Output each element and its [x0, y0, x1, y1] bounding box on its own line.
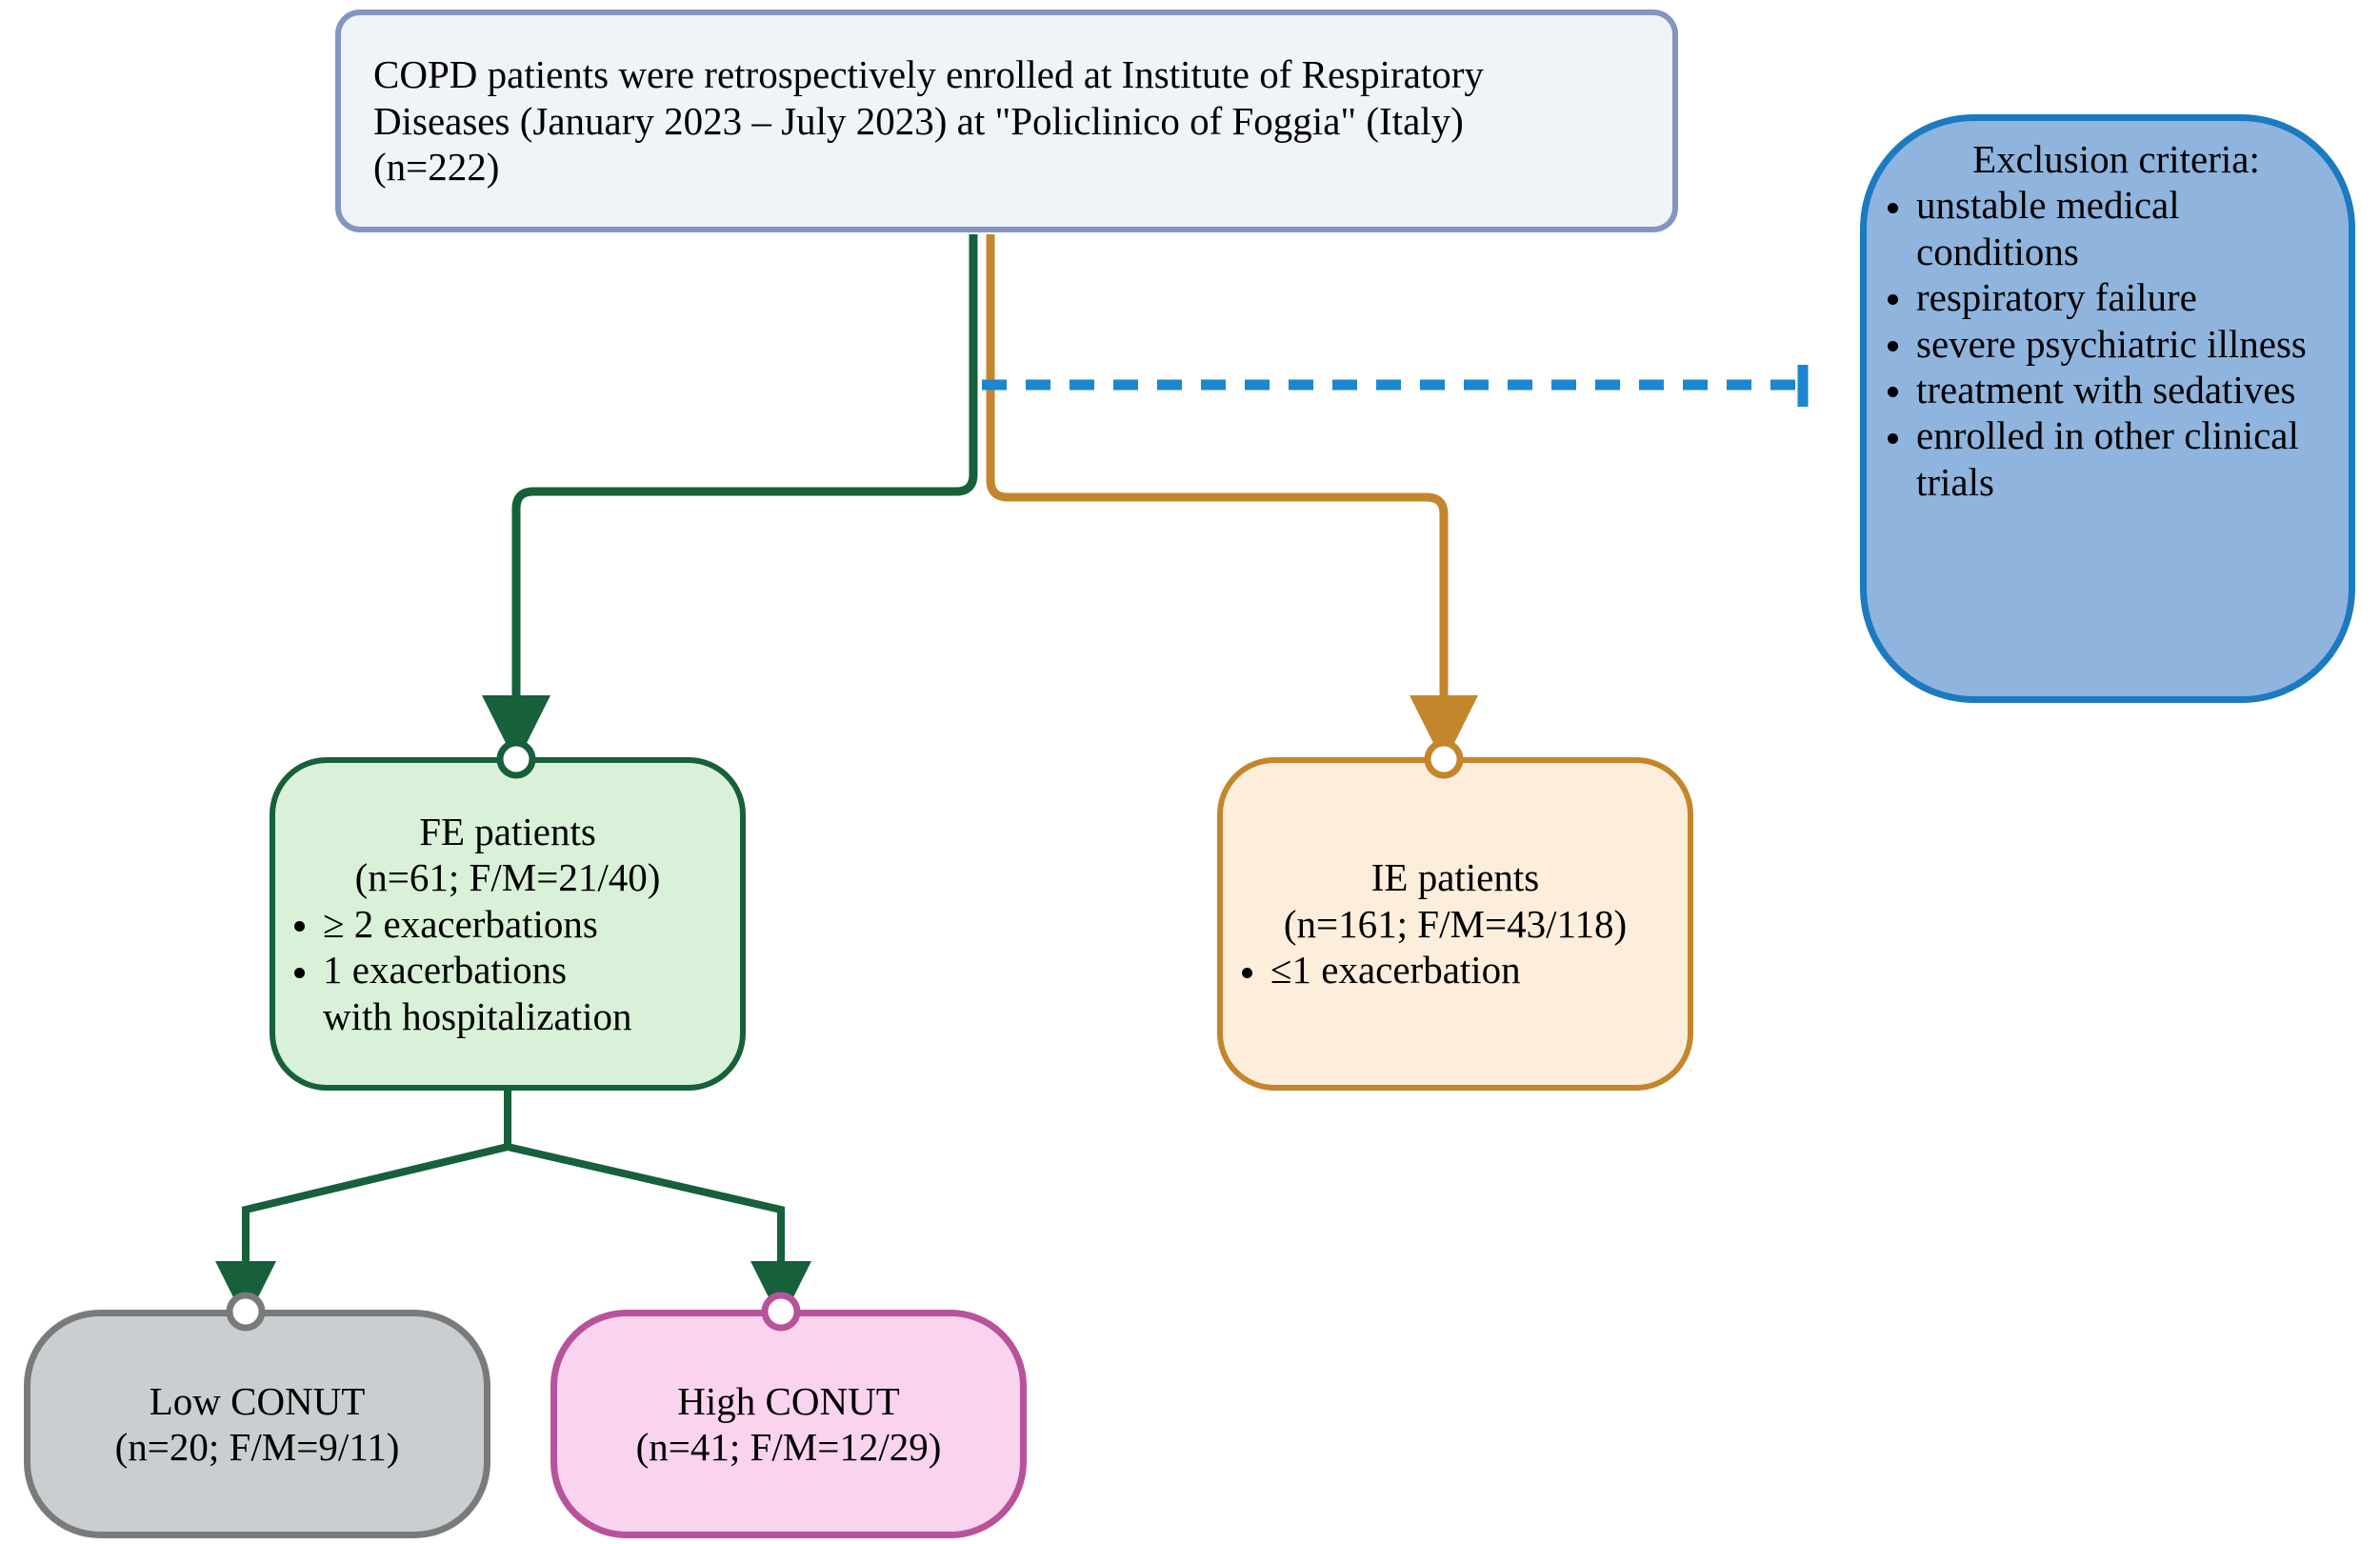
fe-bullet-1-continuation: with hospitalization — [323, 993, 632, 1038]
bullet-dot-icon — [294, 921, 305, 932]
exclusion-item-3: treatment with sedatives — [1916, 367, 2296, 411]
fe-bullet-1: 1 exacerbations — [323, 948, 568, 993]
fe-bullet-0: ≥ 2 exacerbations — [323, 901, 598, 946]
list-item: enrolled in other clinical trials — [1876, 412, 2339, 505]
node-exclusion-criteria-box[interactable]: Exclusion criteria: unstable medical con… — [1860, 114, 2355, 703]
bullet-dot-icon — [294, 967, 305, 978]
exclusion-item-1: respiratory failure — [1916, 275, 2197, 320]
node-enrollment-box[interactable]: COPD patients were retrospectively enrol… — [335, 10, 1678, 232]
bullet-dot-icon — [1888, 432, 1898, 444]
enrollment-line-2: Diseases (January 2023 – July 2023) at "… — [373, 98, 1464, 143]
bullet-dot-icon — [1242, 967, 1252, 978]
high-conut-counts: (n=41; F/M=12/29) — [635, 1425, 942, 1469]
bullet-dot-icon — [1888, 202, 1898, 213]
list-item: treatment with sedatives — [1876, 367, 2339, 412]
fe-counts: (n=61; F/M=21/40) — [354, 855, 661, 900]
enrollment-line-3: (n=222) — [373, 145, 500, 190]
exclusion-heading: Exclusion criteria: — [1972, 137, 2260, 181]
enrollment-line-1: COPD patients were retrospectively enrol… — [373, 52, 1484, 97]
node-high-conut-box[interactable]: High CONUT (n=41; F/M=12/29) — [550, 1310, 1027, 1538]
ie-criteria-list: ≤1 exacerbation — [1230, 947, 1680, 993]
node-low-conut-box[interactable]: Low CONUT (n=20; F/M=9/11) — [24, 1310, 490, 1538]
ie-title: IE patients — [1370, 855, 1540, 900]
node-ie-patients-box[interactable]: IE patients (n=161; F/M=43/118) ≤1 exace… — [1217, 757, 1693, 1091]
connector-fe-to-low-conut — [215, 1143, 509, 1322]
exclusion-item-4: enrolled in other clinical trials — [1916, 413, 2299, 504]
bullet-dot-icon — [1888, 387, 1898, 398]
bullet-dot-icon — [1888, 294, 1898, 306]
list-item: ≥ 2 exacerbations — [283, 901, 732, 947]
list-item: ≤1 exacerbation — [1230, 947, 1680, 993]
connector-enrollment-to-ie — [986, 234, 1478, 764]
connection-point-fe — [496, 739, 536, 779]
connector-enrollment-to-fe — [482, 234, 978, 764]
list-item: unstable medical conditions — [1876, 182, 2339, 274]
node-fe-patients-box[interactable]: FE patients (n=61; F/M=21/40) ≥ 2 exacer… — [270, 757, 746, 1091]
exclusion-item-0: unstable medical conditions — [1916, 183, 2180, 273]
high-conut-title: High CONUT — [677, 1378, 900, 1423]
exclusion-list: unstable medical conditions respiratory … — [1876, 182, 2339, 505]
ie-counts: (n=161; F/M=43/118) — [1283, 901, 1628, 946]
ie-bullet-0: ≤1 exacerbation — [1270, 948, 1521, 993]
low-conut-title: Low CONUT — [149, 1378, 366, 1423]
list-item: respiratory failure — [1876, 274, 2339, 320]
connector-fe-to-high-conut — [507, 1143, 811, 1322]
connection-point-ie — [1424, 739, 1464, 779]
list-item: severe psychiatric illness — [1876, 321, 2339, 367]
bullet-dot-icon — [1888, 340, 1898, 351]
fe-title: FE patients — [419, 810, 596, 854]
exclusion-item-2: severe psychiatric illness — [1916, 321, 2307, 366]
connection-point-high-conut — [761, 1292, 801, 1332]
connection-point-low-conut — [226, 1292, 266, 1332]
low-conut-counts: (n=20; F/M=9/11) — [114, 1425, 400, 1469]
